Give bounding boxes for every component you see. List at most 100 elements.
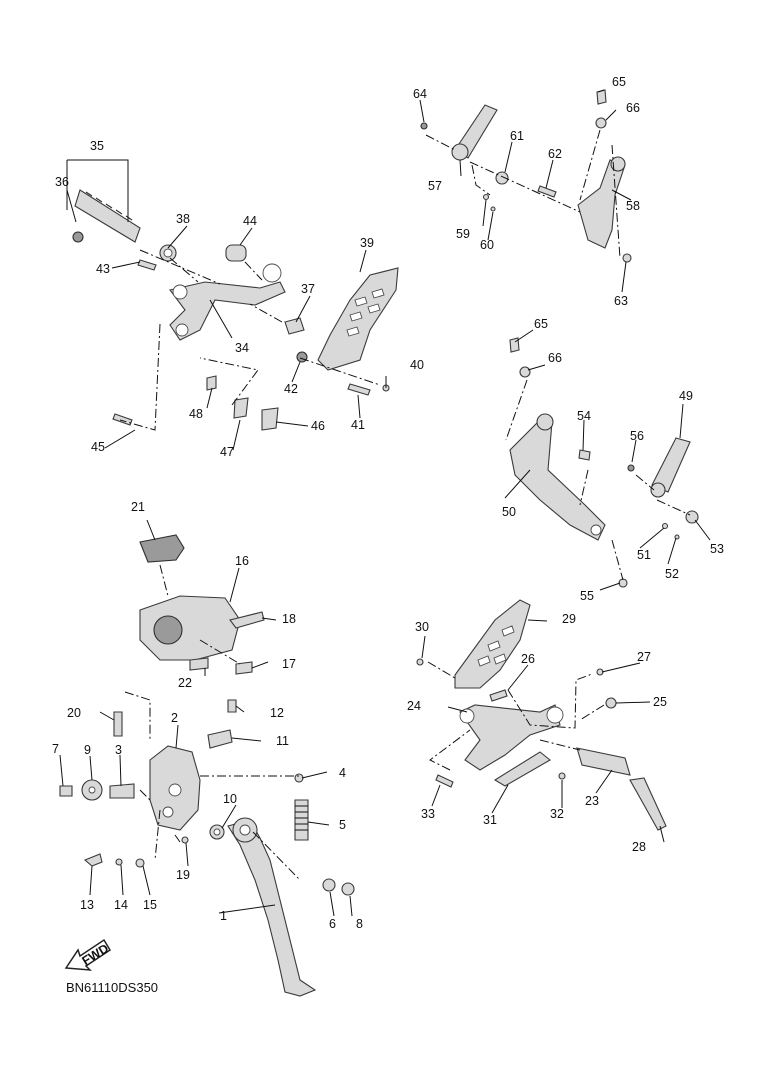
bolt-41 bbox=[347, 383, 371, 396]
bolt-3 bbox=[109, 783, 135, 799]
cover-assembly bbox=[139, 534, 265, 675]
part-label: 57 bbox=[428, 179, 442, 193]
passenger-footrest-assembly-lower bbox=[505, 337, 699, 588]
nut-55 bbox=[618, 578, 628, 588]
part-label: 24 bbox=[407, 699, 421, 713]
clip-22 bbox=[189, 657, 209, 671]
sidestand-assembly bbox=[59, 691, 355, 997]
part-label: 19 bbox=[176, 868, 190, 882]
washer-66 bbox=[595, 117, 607, 129]
part-label: 11 bbox=[276, 734, 289, 748]
part-label: 16 bbox=[235, 554, 249, 568]
footpeg-23 bbox=[576, 747, 631, 776]
ball-51 bbox=[661, 522, 669, 530]
leader-lines bbox=[59, 89, 711, 917]
part-label: 51 bbox=[637, 548, 651, 562]
bolt-62 bbox=[537, 185, 557, 198]
fwd-arrow-icon: FWD bbox=[64, 938, 111, 971]
part-label: 45 bbox=[91, 440, 105, 454]
footpeg-35 bbox=[72, 189, 141, 243]
part-label: 27 bbox=[637, 650, 651, 664]
part-label: 60 bbox=[480, 238, 494, 252]
bolt-54 bbox=[578, 449, 591, 461]
part-label: 59 bbox=[456, 227, 470, 241]
part-label: 52 bbox=[665, 567, 679, 581]
part-label: 18 bbox=[282, 612, 296, 626]
cover-21 bbox=[139, 534, 185, 563]
part-label: 7 bbox=[52, 742, 59, 756]
bracket-13 bbox=[83, 853, 103, 867]
part-label: 43 bbox=[96, 262, 110, 276]
part-label: 10 bbox=[223, 792, 237, 806]
part-label: 54 bbox=[577, 409, 591, 423]
spring-60 bbox=[490, 206, 496, 212]
part-label: 64 bbox=[413, 87, 427, 101]
part-label: 41 bbox=[351, 418, 365, 432]
bolt-33 bbox=[435, 774, 454, 788]
part-label: 62 bbox=[548, 147, 562, 161]
bracket-46 bbox=[261, 407, 279, 431]
pin-28 bbox=[629, 777, 667, 831]
bolt-20 bbox=[113, 711, 123, 737]
bolt-45 bbox=[112, 413, 133, 426]
part-label: 4 bbox=[339, 766, 346, 780]
part-label: 35 bbox=[90, 139, 104, 153]
part-label: 39 bbox=[360, 236, 374, 250]
part-label: 8 bbox=[356, 917, 363, 931]
sidestand-1 bbox=[227, 819, 317, 997]
guard-31 bbox=[493, 751, 551, 787]
part-label: 28 bbox=[632, 840, 646, 854]
part-label: 40 bbox=[410, 358, 424, 372]
part-label: 20 bbox=[67, 706, 81, 720]
part-label: 37 bbox=[301, 282, 315, 296]
part-label: 14 bbox=[114, 898, 128, 912]
part-label: 42 bbox=[284, 382, 298, 396]
clip-17 bbox=[235, 661, 253, 675]
part-label: 66 bbox=[548, 351, 562, 365]
part-label: 38 bbox=[176, 212, 190, 226]
bolt-7 bbox=[59, 785, 73, 797]
washer-66b bbox=[519, 366, 531, 378]
bolt-32 bbox=[558, 772, 566, 780]
pin-19 bbox=[181, 836, 189, 844]
rider-footrest-assembly-right bbox=[72, 189, 399, 431]
part-label: 36 bbox=[55, 175, 69, 189]
nut-63 bbox=[622, 253, 632, 263]
passenger-bracket-58 bbox=[577, 159, 626, 249]
part-label: 66 bbox=[626, 101, 640, 115]
drawing-code: BN61110DS350 bbox=[66, 980, 159, 995]
footrest-bracket-24 bbox=[459, 704, 561, 771]
plate-61 bbox=[495, 171, 509, 185]
part-label: 63 bbox=[614, 294, 628, 308]
bolt-26 bbox=[489, 689, 508, 702]
part-label: 6 bbox=[329, 917, 336, 931]
part-label: 56 bbox=[630, 429, 644, 443]
part-label: 12 bbox=[270, 706, 284, 720]
part-label: 30 bbox=[415, 620, 429, 634]
part-label: 29 bbox=[562, 612, 576, 626]
part-label: 26 bbox=[521, 652, 535, 666]
passenger-bracket-50 bbox=[509, 419, 606, 541]
part-label: 22 bbox=[178, 676, 192, 690]
part-label: 3 bbox=[115, 743, 122, 757]
part-label: 5 bbox=[339, 818, 346, 832]
part-label: 34 bbox=[235, 341, 249, 355]
part-label: 65 bbox=[612, 75, 626, 89]
bolt-65b bbox=[509, 337, 520, 353]
footrest-bracket-34 bbox=[169, 281, 286, 341]
part-label: 25 bbox=[653, 695, 667, 709]
part-label: 17 bbox=[282, 657, 296, 671]
part-label: 21 bbox=[131, 500, 145, 514]
part-label: 58 bbox=[626, 199, 640, 213]
bolt-64 bbox=[420, 122, 428, 130]
bracket-47 bbox=[233, 397, 249, 419]
part-label: 53 bbox=[710, 542, 724, 556]
bolt-30 bbox=[416, 658, 424, 666]
part-label: 47 bbox=[220, 445, 234, 459]
part-label: 61 bbox=[510, 129, 524, 143]
part-label: 44 bbox=[243, 214, 257, 228]
part-label: 50 bbox=[502, 505, 516, 519]
part-label: 48 bbox=[189, 407, 203, 421]
part-label: 65 bbox=[534, 317, 548, 331]
